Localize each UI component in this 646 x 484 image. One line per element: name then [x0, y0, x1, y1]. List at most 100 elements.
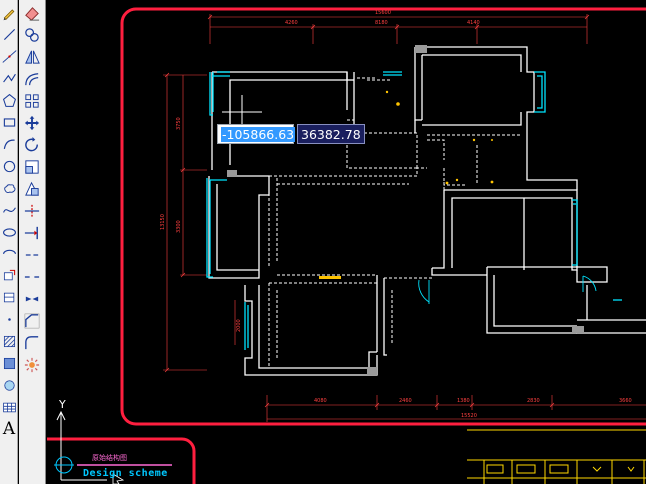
make-block-tool-button[interactable]	[1, 288, 17, 308]
move-icon	[24, 115, 40, 131]
point-tool-button[interactable]	[1, 310, 17, 330]
point-icon	[7, 318, 11, 321]
construction-line-icon	[1, 50, 17, 64]
region-tool-button[interactable]	[1, 375, 17, 395]
dim-bottom-seg-1: 4080	[314, 398, 327, 404]
rotate-icon	[25, 136, 38, 152]
eraser-tool-button[interactable]	[20, 3, 44, 23]
gradient-icon	[3, 357, 15, 369]
trim-icon	[24, 204, 40, 218]
table-icon	[2, 402, 16, 412]
polygon-tool-button[interactable]	[1, 91, 17, 111]
dynamic-input-x-value: -105866.63	[221, 127, 296, 142]
join-tool-button[interactable]	[20, 289, 44, 309]
multiline-text-tool-button[interactable]: A	[1, 419, 17, 439]
ucs-y-label: Y	[58, 398, 66, 411]
break-at-point-tool-button[interactable]	[20, 245, 44, 265]
arc-tool-button[interactable]	[1, 134, 17, 154]
line-icon	[3, 29, 15, 41]
polyline-tool-button[interactable]	[1, 69, 17, 89]
dim-bottom-seg-3: 1380	[457, 398, 470, 404]
dim-bottom-seg-4: 2830	[527, 398, 540, 404]
wall-columns	[227, 45, 584, 375]
spline-tool-button[interactable]	[1, 200, 17, 220]
dim-bottom-seg-5: 3660	[619, 398, 632, 404]
insert-block-tool-button[interactable]	[1, 266, 17, 286]
highlight-frame-title	[47, 437, 196, 484]
chamfer-tool-button[interactable]	[20, 311, 44, 331]
table-tool-button[interactable]	[1, 397, 17, 417]
cursor-arrow-icon	[112, 473, 125, 484]
arc-icon	[3, 139, 15, 149]
pencil-icon	[3, 8, 14, 20]
offset-icon	[25, 73, 39, 86]
drawing-canvas[interactable]: 15600 4260 8180 4140 13150 3750 3300 200…	[47, 0, 646, 484]
title-block-table	[467, 429, 646, 484]
dim-top-seg-1: 4260	[285, 20, 298, 26]
sheet-subtitle: Design scheme	[83, 468, 168, 479]
rotate-tool-button[interactable]	[20, 135, 44, 155]
revision-cloud-tool-button[interactable]	[1, 178, 17, 198]
dim-small-left: 2000	[236, 319, 242, 332]
polyline-icon	[2, 74, 16, 83]
move-tool-button[interactable]	[20, 113, 44, 133]
hatch-icon	[3, 335, 15, 348]
dynamic-input-y[interactable]: 36382.78	[297, 124, 365, 144]
break-at-point-icon	[25, 252, 39, 258]
extend-tool-button[interactable]	[20, 223, 44, 243]
ellipse-tool-button[interactable]	[1, 222, 17, 242]
dim-top-seg-3: 4140	[467, 20, 480, 26]
rectangle-tool-button[interactable]	[1, 113, 17, 133]
polygon-icon	[2, 94, 16, 108]
stretch-icon	[25, 181, 39, 196]
trim-tool-button[interactable]	[20, 201, 44, 221]
dimension-bottom	[264, 395, 646, 422]
fillet-icon	[25, 336, 39, 350]
scale-tool-button[interactable]	[20, 157, 44, 177]
insert-block-icon	[3, 270, 15, 281]
array-icon	[25, 94, 39, 108]
copy-icon	[25, 28, 39, 42]
offset-tool-button[interactable]	[20, 69, 44, 89]
construction-line-tool-button[interactable]	[1, 47, 17, 67]
hatch-tool-button[interactable]	[1, 332, 17, 352]
multiline-text-icon: A	[2, 419, 16, 440]
fillet-tool-button[interactable]	[20, 333, 44, 353]
rectangle-icon	[3, 118, 15, 127]
interior-dashed	[268, 77, 522, 368]
dim-left-seg-1: 3750	[176, 117, 182, 130]
join-icon	[25, 296, 39, 302]
dimension-top	[207, 14, 590, 44]
eraser-icon	[25, 7, 40, 21]
door-swings	[418, 275, 597, 304]
dim-left-seg-2: 3300	[176, 220, 182, 233]
region-icon	[3, 380, 15, 391]
gradient-tool-button[interactable]	[1, 353, 17, 373]
circle-icon	[3, 160, 15, 172]
array-tool-button[interactable]	[20, 91, 44, 111]
copy-tool-button[interactable]	[20, 25, 44, 45]
spline-icon	[2, 207, 16, 213]
line-tool-button[interactable]	[1, 25, 17, 45]
stretch-tool-button[interactable]	[20, 179, 44, 199]
make-block-icon	[3, 292, 14, 303]
modify-toolbar	[19, 0, 46, 484]
dim-left-overall: 13150	[160, 214, 166, 230]
pencil-tool-button[interactable]	[1, 3, 17, 23]
highlight-frame-plan	[120, 7, 646, 426]
draw-toolbar: A	[0, 0, 18, 484]
mirror-tool-button[interactable]	[20, 47, 44, 67]
dynamic-input-y-value: 36382.78	[301, 127, 361, 142]
dynamic-input-x[interactable]: -105866.63	[217, 124, 296, 144]
break-icon	[24, 276, 40, 278]
break-tool-button[interactable]	[20, 267, 44, 287]
dim-bottom-overall: 15520	[461, 413, 477, 419]
ucs-icon	[56, 410, 107, 481]
explode-tool-button[interactable]	[20, 355, 44, 375]
ellipse-icon	[2, 227, 16, 237]
ellipse-arc-tool-button[interactable]	[1, 244, 17, 264]
circle-tool-button[interactable]	[1, 156, 17, 176]
dimension-left	[163, 72, 236, 373]
walls	[208, 46, 646, 376]
